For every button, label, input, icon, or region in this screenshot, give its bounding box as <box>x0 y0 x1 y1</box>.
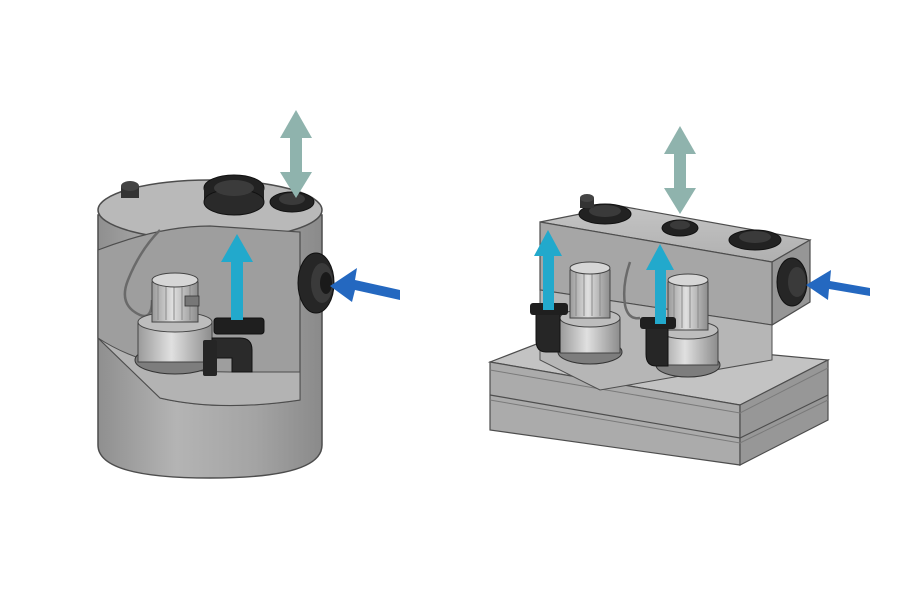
arrow-up-icon <box>221 234 253 320</box>
arrow-left-icon <box>330 268 400 302</box>
double-arrow-vertical-icon <box>280 110 312 198</box>
single-pump-station <box>97 110 400 479</box>
pump-1 <box>530 261 623 365</box>
power-cable <box>622 261 641 320</box>
top-fittings <box>121 174 315 216</box>
arrow-up-icon <box>534 230 562 310</box>
discharge-elbow <box>203 317 265 376</box>
double-arrow-vertical-icon <box>664 126 696 214</box>
twin-pump-station <box>487 126 870 466</box>
pump-2 <box>640 273 721 378</box>
top-fittings <box>578 194 782 251</box>
power-cable <box>123 229 161 318</box>
pump <box>134 272 216 375</box>
arrow-left-icon <box>806 270 870 300</box>
inlet-flange <box>776 257 808 307</box>
inlet-flange <box>297 252 335 314</box>
arrow-up-icon <box>646 244 674 324</box>
